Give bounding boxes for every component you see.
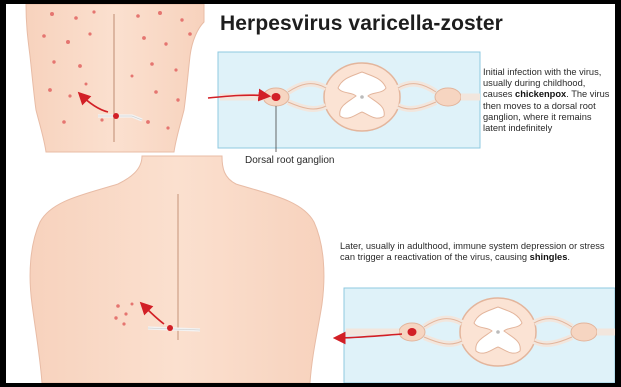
caption-shingles: Later, usually in adulthood, immune syst… (340, 241, 608, 263)
diagram-artwork (6, 4, 615, 383)
caption-chickenpox: Initial infection with the virus, usuall… (483, 67, 613, 134)
shingles-term: shingles (530, 252, 568, 262)
diagram-title: Herpesvirus varicella-zoster (220, 12, 503, 36)
upper-back-figure (26, 4, 204, 152)
caption-shingles-tail: . (567, 252, 570, 262)
dorsal-root-ganglion-label: Dorsal root ganglion (245, 155, 335, 166)
chickenpox-term: chickenpox (515, 89, 566, 99)
illustration-frame: Herpesvirus varicella-zoster Initial inf… (6, 4, 615, 383)
lower-back-figure (30, 156, 324, 383)
top-spinal-panel (218, 52, 480, 148)
